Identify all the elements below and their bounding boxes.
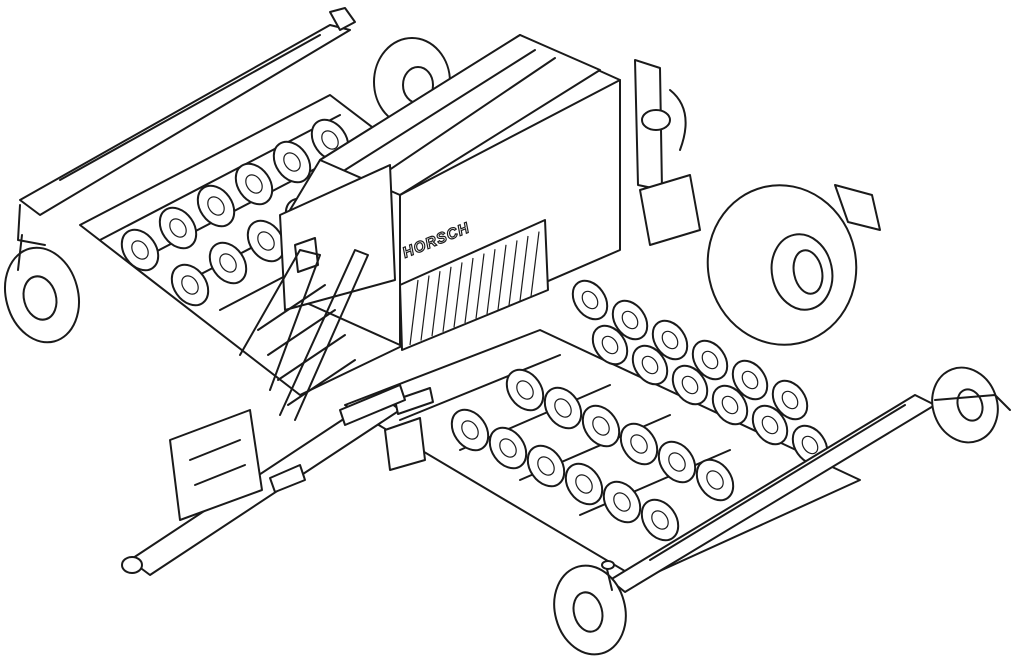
disc-coulter (571, 279, 609, 321)
grille-line (409, 279, 419, 346)
disc-coulter (619, 422, 659, 466)
blower-unit (634, 59, 701, 246)
disc-coulter (158, 206, 198, 250)
grille-line (442, 266, 452, 332)
disc-coulter-hub (131, 240, 149, 260)
grille-line (464, 257, 474, 324)
upper-left-wing-arm (17, 7, 356, 246)
disc-coulter (640, 498, 680, 542)
seed-hopper: HORSCH (279, 34, 621, 351)
disc-coulter-hub (219, 253, 237, 273)
disc-coulter (731, 359, 769, 401)
disc-coulter (631, 344, 669, 386)
disc-coulter-hub (516, 380, 534, 400)
front-right-wheel (553, 560, 627, 656)
disc-coulter-hub (621, 310, 639, 330)
disc-coulter (602, 480, 642, 524)
disc-coulter (208, 241, 248, 285)
grille-line (475, 253, 485, 319)
disc-coulter (564, 462, 604, 506)
grille-line (508, 240, 518, 306)
disc-coulter (611, 299, 649, 341)
disc-coulter (170, 263, 210, 307)
disc-coulter-hub (257, 231, 275, 251)
disc-coulter-hub (537, 456, 555, 476)
disc-coulter (711, 384, 749, 426)
disc-coulter (691, 339, 729, 381)
disc-coulter (695, 458, 735, 502)
disc-coulter-hub (651, 510, 669, 530)
grille-line (453, 262, 463, 328)
disc-coulter-hub (641, 355, 659, 375)
disc-coulter (505, 368, 545, 412)
disc-coulter-hub (613, 492, 631, 512)
disc-coulter (450, 408, 490, 452)
disc-coulter-hub (581, 290, 599, 310)
disc-coulter-hub (701, 350, 719, 370)
disc-coulter (671, 364, 709, 406)
disc-coulter-hub (181, 275, 199, 295)
disc-coulter-hub (499, 438, 517, 458)
front-disc-coulters (450, 368, 735, 542)
disc-coulter (657, 440, 697, 484)
disc-coulter-hub (601, 335, 619, 355)
grille-line (530, 231, 540, 297)
disc-coulter (120, 228, 160, 272)
disc-coulter-hub (630, 434, 648, 454)
disc-coulter (651, 319, 689, 361)
grille-line (486, 249, 496, 315)
left-disc-coulters (120, 118, 400, 307)
disc-coulter (246, 219, 286, 263)
disc-coulter-hub (283, 152, 301, 172)
disc-coulter-hub (207, 196, 225, 216)
grille-line (420, 275, 430, 341)
disc-coulter (234, 162, 274, 206)
left-transport-wheel (4, 234, 80, 344)
disc-coulter-hub (245, 174, 263, 194)
disc-coulter-hub (721, 395, 739, 415)
disc-coulter-hub (781, 390, 799, 410)
disc-coulter-hub (668, 452, 686, 472)
access-ladder (239, 249, 369, 421)
right-transport-wheel (706, 184, 881, 346)
disc-coulter-hub (706, 470, 724, 490)
disc-coulter-hub (661, 330, 679, 350)
disc-coulter-hub (592, 416, 610, 436)
disc-coulter-hub (681, 375, 699, 395)
disc-coulter-hub (575, 474, 593, 494)
grille-line (497, 244, 507, 310)
disc-coulter-hub (169, 218, 187, 238)
disc-coulter (272, 140, 312, 184)
disc-coulter (751, 404, 789, 446)
disc-coulter-hub (761, 415, 779, 435)
disc-coulter (591, 324, 629, 366)
disc-coulter (581, 404, 621, 448)
disc-coulter (543, 386, 583, 430)
disc-coulter-hub (321, 130, 339, 150)
disc-coulter (196, 184, 236, 228)
disc-coulter-hub (801, 435, 819, 455)
disc-coulter-hub (461, 420, 479, 440)
grille-line (431, 271, 441, 337)
disc-coulter (488, 426, 528, 470)
right-wing-arm (609, 366, 1011, 593)
right-disc-coulters (571, 279, 829, 466)
disc-coulter-hub (554, 398, 572, 418)
disc-coulter (771, 379, 809, 421)
hopper-grille (409, 231, 540, 346)
grille-line (519, 235, 529, 302)
disc-coulter-hub (741, 370, 759, 390)
drawbar-hitch (121, 394, 401, 576)
front-steps (339, 384, 434, 471)
disc-coulter (526, 444, 566, 488)
